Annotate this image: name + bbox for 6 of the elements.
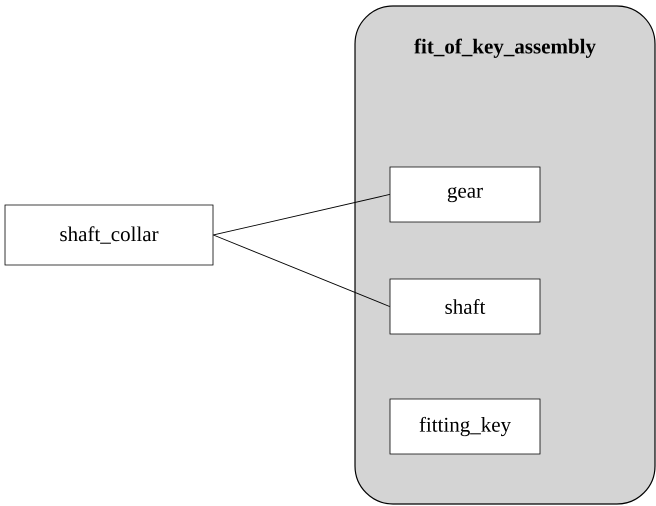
process-box: shaft [390,278,540,334]
process-box: shaft_collar [4,204,214,266]
process-box: gear [390,166,540,222]
process-box: fitting_key [390,398,540,454]
connector-line [212,194,390,236]
connector-line [212,234,390,307]
